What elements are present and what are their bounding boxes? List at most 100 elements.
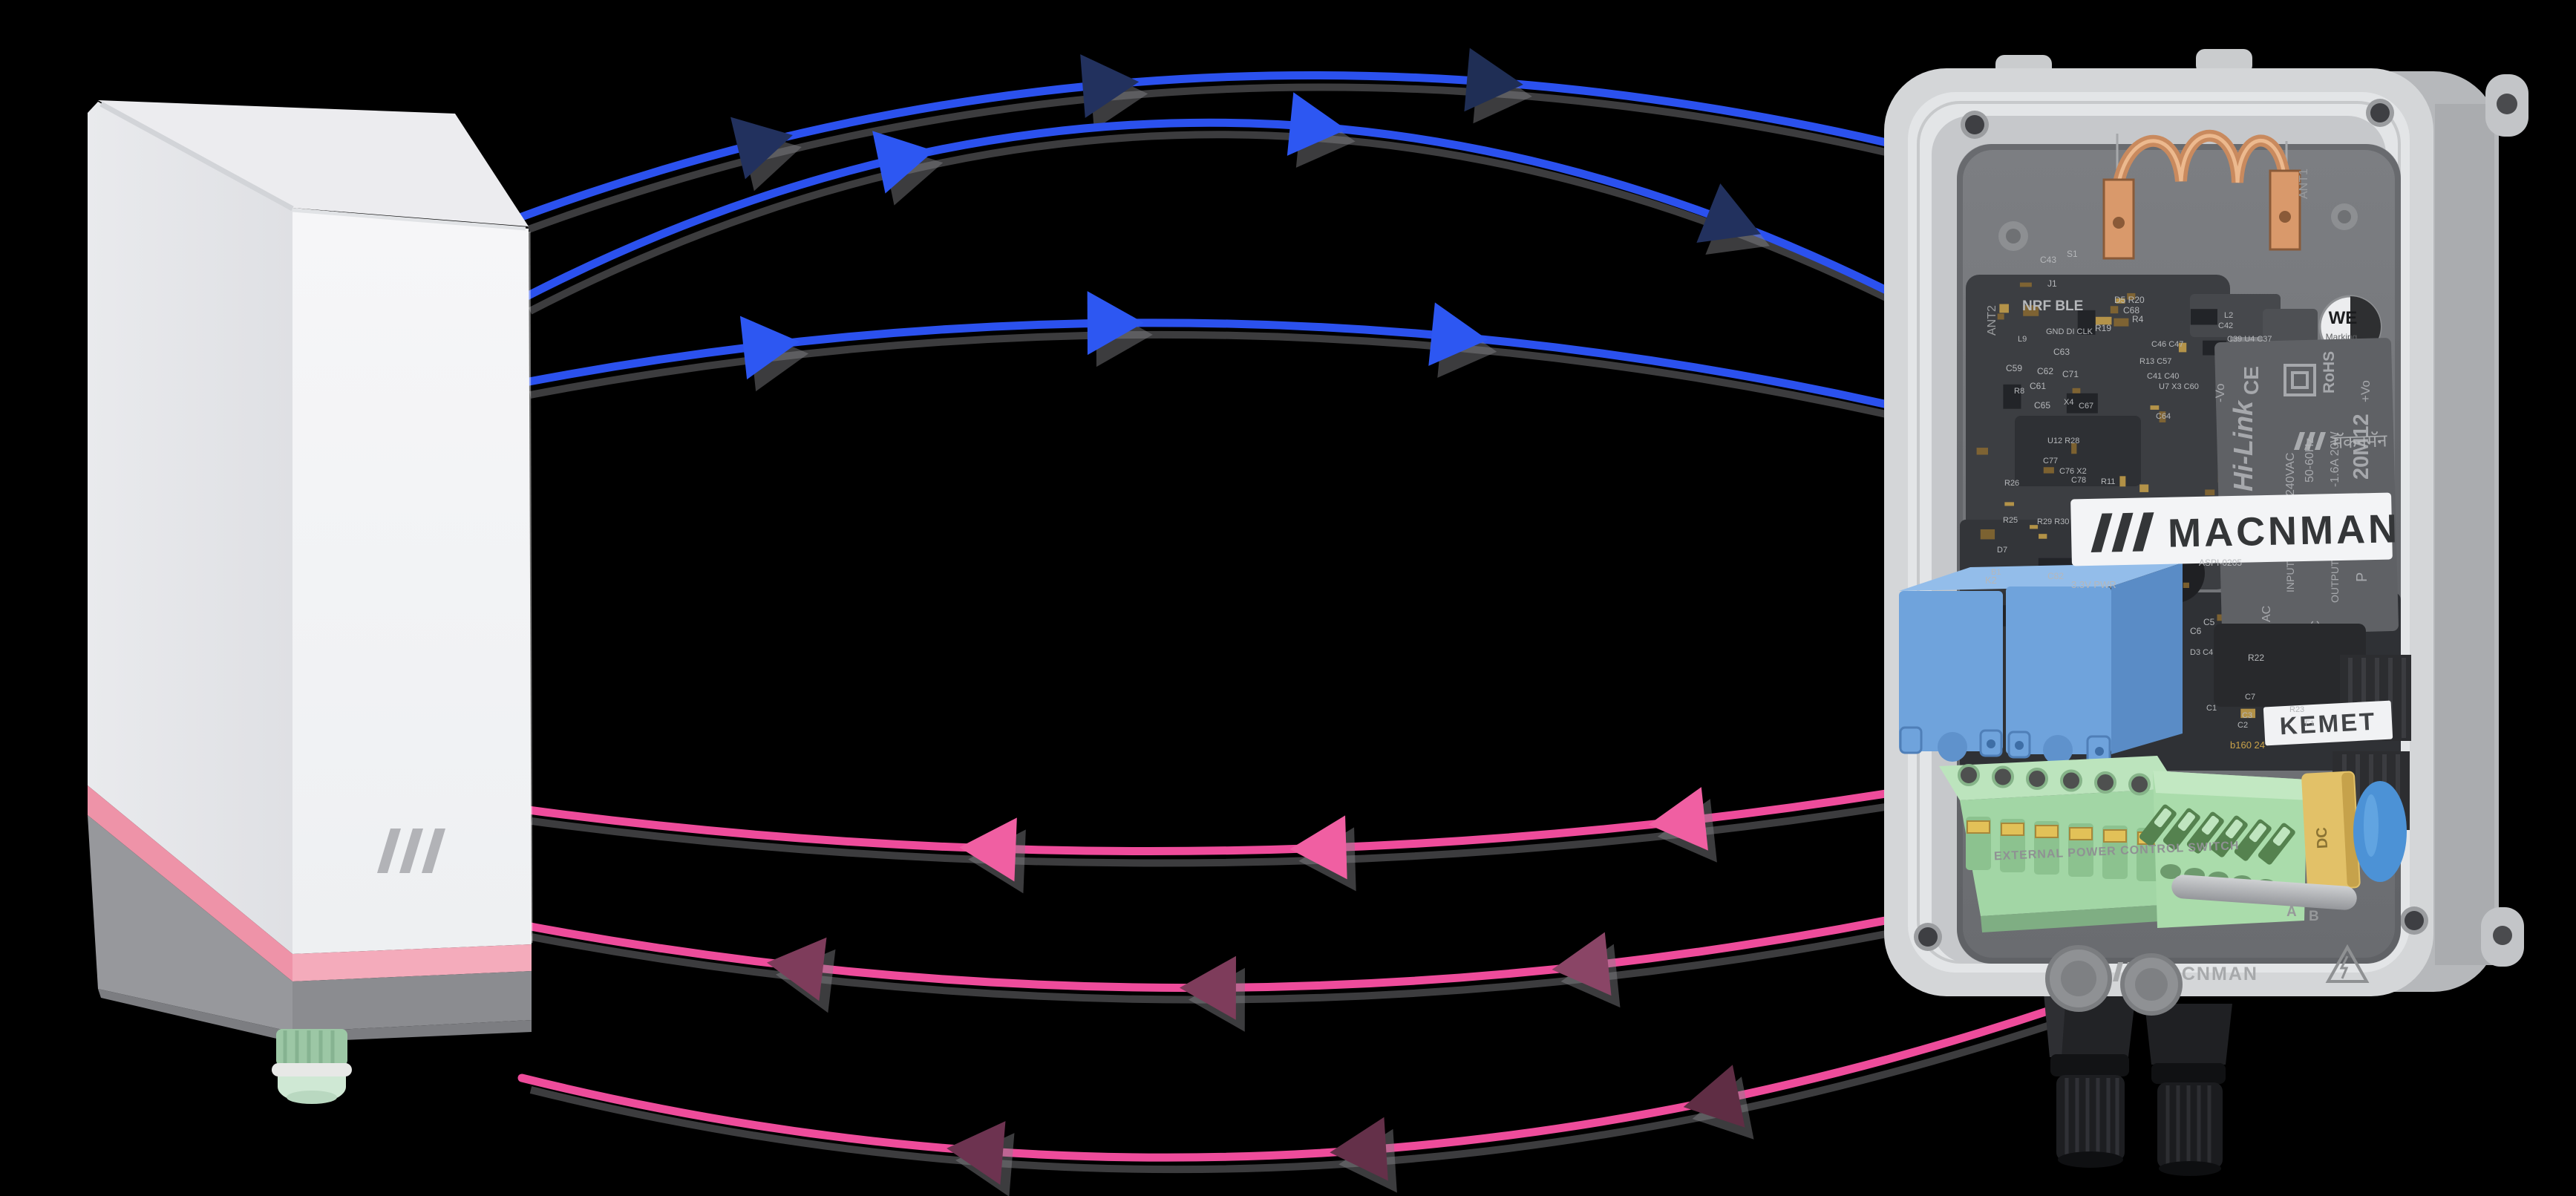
ant2-label: ANT2 — [1986, 305, 1998, 336]
solder-pad — [2071, 443, 2077, 454]
silkscreen-label: C42 — [2218, 321, 2233, 330]
module-marking: RoHS — [2321, 351, 2338, 393]
silkscreen-label: C6 — [2190, 626, 2202, 636]
uplink-1-arrowhead — [1289, 815, 1347, 880]
terminal-screw — [2128, 773, 2151, 796]
pcb-brand-hindi-text: मॅकनमॅन — [2332, 431, 2387, 453]
solder-pad — [2119, 476, 2126, 487]
solder-pad — [1997, 313, 2004, 320]
ic-chip — [2003, 384, 2021, 409]
uplink-3-shadow — [529, 1016, 2067, 1174]
silkscreen-label: R26 — [2004, 479, 2019, 488]
module-marking: CE — [2240, 366, 2263, 395]
silkscreen-label: C62 — [2037, 366, 2053, 376]
uplink-3-arrowhead — [1683, 1065, 1745, 1128]
uplink-1-arrowhead — [1648, 787, 1708, 851]
ant1-label: ANT1 — [2298, 169, 2310, 199]
silkscreen-label: C78 — [2071, 476, 2086, 485]
module-marking: 20M12 — [2350, 414, 2373, 480]
silkscreen-label: X4 — [2064, 398, 2073, 407]
vent-plug-1 — [2045, 945, 2112, 1012]
solder-pad — [2095, 316, 2112, 325]
solder-pad — [2019, 282, 2032, 287]
uplink-2-arrowhead — [1552, 932, 1612, 996]
solder-pad — [2183, 582, 2189, 588]
downlink-1-arrowhead — [730, 117, 793, 180]
module-marking: 240VAC — [2284, 453, 2297, 496]
solder-pad — [2178, 342, 2187, 353]
corner-screw-holes — [1914, 99, 2428, 951]
clamp-lever — [2225, 819, 2243, 839]
gateway-top-face — [98, 100, 529, 226]
module-marking: P — [2354, 572, 2370, 582]
solder-pad — [1976, 448, 1988, 455]
silkscreen-label: ASPI-0205 — [2199, 558, 2242, 568]
silkscreen-label: C63 — [2053, 347, 2070, 357]
we-cap-logo: WE — [2329, 308, 2358, 328]
silkscreen-label: D5 R20 — [2114, 295, 2145, 305]
solder-pad — [2139, 484, 2149, 492]
downlink-3-arrowhead — [739, 316, 800, 380]
insulation-class-icon — [2284, 364, 2316, 396]
ic-chip — [2077, 310, 2096, 335]
downlink-1-arrowhead — [1464, 48, 1523, 112]
silkscreen-label: C7 — [2245, 693, 2255, 702]
gateway-stripe-side — [88, 785, 292, 981]
silkscreen-label: J1 — [2047, 278, 2057, 289]
gateway-base-front — [292, 971, 532, 1032]
clamp-lever — [2201, 815, 2219, 835]
terminal-contact — [2103, 829, 2127, 843]
gateway-cable-gland — [272, 1029, 352, 1104]
terminal-contact — [2001, 823, 2024, 836]
silkscreen-label: C61 — [2030, 381, 2046, 391]
silkscreen-label: C64 — [2156, 412, 2171, 421]
solder-pad — [2110, 306, 2119, 314]
solder-pad — [2217, 614, 2223, 621]
gateway-ridge-highlight — [99, 101, 294, 212]
silkscreen-label: GND DI CLK — [2046, 327, 2093, 336]
silkscreen-label: D7 — [1997, 546, 2007, 555]
downlink-3-arrowhead — [1087, 291, 1144, 356]
silkscreen-label: C3 — [2242, 711, 2252, 720]
silkscreen-label: C46 C47 — [2151, 340, 2183, 349]
silkscreen-label: C41 C40 — [2147, 372, 2179, 381]
pcb-brand-hindi: मॅकनमॅन — [2294, 431, 2388, 453]
silkscreen-label: C77 — [2043, 457, 2058, 465]
terminal-screw — [1992, 765, 2014, 788]
gateway-side-face — [88, 102, 292, 954]
silkscreen-label: R11 — [2101, 477, 2115, 486]
cable-gland-1 — [2044, 993, 2136, 1168]
vent-plug-2 — [2120, 953, 2183, 1016]
clamp-lever — [2249, 823, 2266, 843]
metal-rod — [2171, 875, 2357, 910]
silkscreen-label: C2 — [2237, 721, 2248, 730]
ic-chip — [2190, 309, 2217, 325]
brand-label: MACNMAN — [2070, 492, 2401, 566]
silkscreen-label: B1 — [1991, 568, 2001, 577]
solder-pad — [1999, 304, 2009, 313]
terminal-contact — [2035, 825, 2059, 838]
solder-pad — [2030, 525, 2039, 529]
silkscreen-label: B — [2309, 909, 2319, 924]
silkscreen-label: S1 — [2067, 249, 2078, 259]
relay-block — [1899, 563, 2183, 765]
silkscreen-label: D3 C4 — [2190, 648, 2213, 657]
terminal-screw — [1958, 764, 1980, 786]
silkscreen-label: C59 — [2006, 363, 2022, 373]
silkscreen-label: R25 — [2003, 516, 2018, 525]
clamp-lever — [2154, 808, 2171, 828]
gateway-front-face — [292, 208, 532, 954]
silkscreen-label: L2 — [2224, 311, 2233, 320]
silkscreen-label: F1 — [2305, 719, 2315, 728]
silkscreen-label: R22 — [2248, 653, 2264, 663]
gateway-stripe-front — [292, 944, 532, 981]
blue-capacitor — [2353, 781, 2407, 882]
silkscreen-label: U7 X3 C60 — [2159, 382, 2199, 391]
downlink-3-line — [517, 318, 1902, 411]
solder-pad — [1980, 529, 1995, 540]
uplink-2-arrowhead — [766, 937, 827, 1001]
clamp-lever — [2272, 826, 2290, 846]
dc-cap-text: DC — [2314, 827, 2331, 849]
terminal-screw — [2060, 769, 2082, 792]
